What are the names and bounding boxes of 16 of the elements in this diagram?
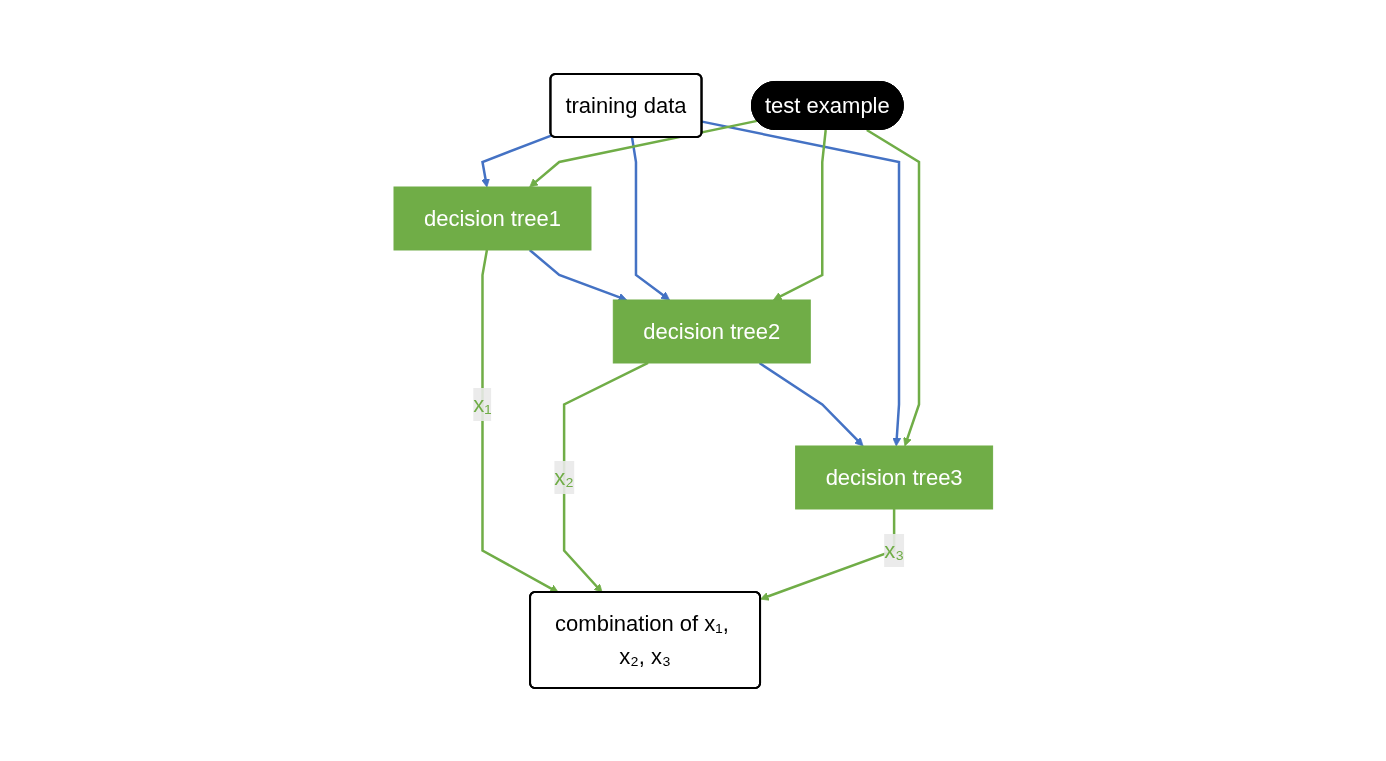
node-box: decision tree3	[794, 445, 993, 509]
arrow	[630, 136, 670, 300]
edge-label: x₁	[472, 391, 492, 417]
arrow	[562, 361, 649, 593]
arrow	[758, 361, 864, 446]
arrow	[480, 133, 552, 187]
node-box: decision tree1	[393, 186, 592, 250]
edge-label: x₂	[554, 464, 574, 490]
arrow	[528, 248, 627, 301]
arrow	[701, 119, 901, 446]
node-box: decision tree2	[612, 299, 811, 363]
arrow	[529, 119, 758, 187]
arrow	[865, 128, 920, 446]
arrow	[480, 249, 559, 593]
edge-label: x₃	[883, 537, 904, 563]
arrow	[772, 129, 827, 300]
